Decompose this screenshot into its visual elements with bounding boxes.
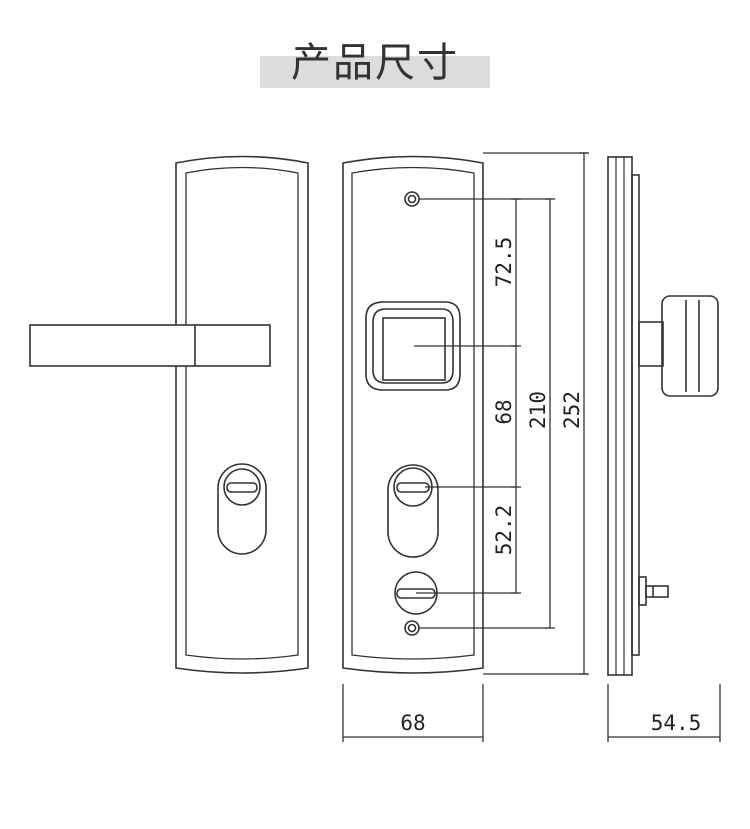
lever-handle [29, 324, 271, 367]
top-screw-hole [404, 191, 420, 207]
dim-label-210: 210 [526, 391, 550, 429]
dim-label-52-2: 52.2 [492, 505, 516, 556]
title-band [260, 56, 490, 88]
dim-label-252: 252 [560, 391, 584, 429]
dim-label-68-width: 68 [400, 711, 425, 735]
bottom-screw-hole [404, 620, 420, 636]
dim-label-54-5: 54.5 [651, 711, 702, 735]
title-block: 产品尺寸 [260, 24, 490, 90]
page-title: 产品尺寸 [291, 40, 459, 86]
leader-lines [414, 152, 588, 675]
dim-label-72-5: 72.5 [492, 237, 516, 288]
middle-plate [342, 155, 484, 674]
dim-label-68-vertical: 68 [492, 399, 516, 424]
dimension-lines [342, 152, 721, 742]
left-plate [175, 155, 309, 674]
side-view [607, 156, 719, 676]
square-spindle-housing [365, 301, 461, 391]
left-keyhole [217, 463, 267, 555]
middle-keyhole [387, 464, 439, 558]
